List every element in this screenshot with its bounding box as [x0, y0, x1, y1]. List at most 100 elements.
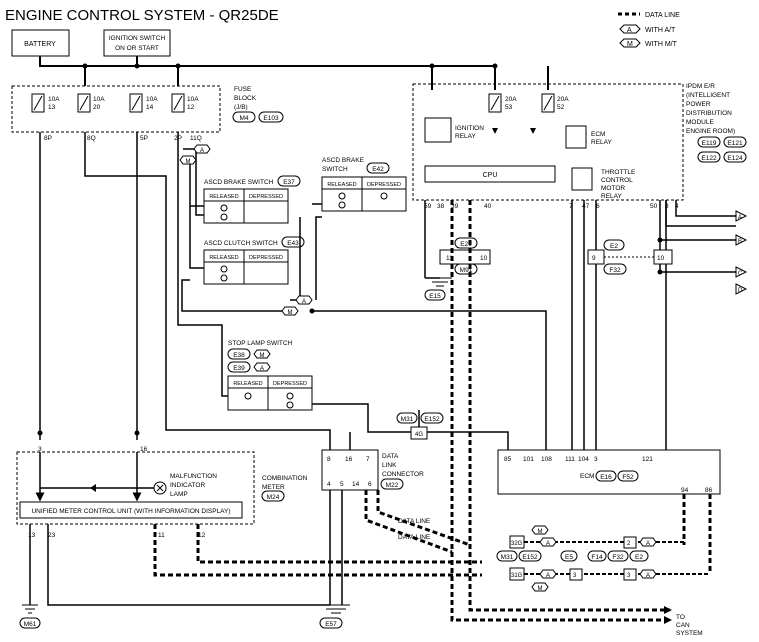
fuse-20-num: 20	[93, 104, 101, 111]
output-c: C	[738, 271, 743, 277]
meter-pin-13: 13	[28, 532, 36, 539]
dlc-pin-7: 7	[366, 456, 370, 463]
ecm-pin-86: 86	[705, 487, 713, 494]
battery-label: BATTERY	[24, 41, 56, 48]
ipdm-pin-7: 7	[569, 203, 573, 210]
joint-connector-4g: M31 E152 4G	[396, 412, 444, 440]
legend-mt-code: M	[627, 41, 633, 48]
ignition-relay-label-1: IGNITION	[455, 125, 484, 132]
ignition-relay-label-2: RELAY	[455, 133, 476, 140]
ipdm-fuse-52-amp: 20A	[557, 96, 569, 103]
ecm-pin-111: 111	[565, 456, 575, 463]
fuse-block: 10A 13 10A 20 10A 14 10A 12 FUSE BLOCK (…	[11, 85, 284, 142]
ecm-pin-104: 104	[578, 456, 589, 463]
cpu-box	[424, 165, 556, 183]
ipdm-pin-59: 59	[424, 203, 432, 210]
legend: DATA LINE A WITH A/T M WITH M/T	[618, 12, 680, 48]
ipdm-fuse-53-num: 53	[505, 104, 513, 111]
throttle-relay-label-1: THROTTLE	[601, 169, 636, 176]
jc-pin-3a: 3	[573, 573, 577, 579]
jc-code-4g: 4G	[415, 432, 423, 438]
ascd-clutch-conn: E43	[287, 240, 299, 247]
stop-lamp-conn-e39: E39	[233, 365, 245, 372]
legend-at-text: WITH A/T	[645, 27, 676, 34]
output-a: A	[738, 215, 742, 221]
battery-box: BATTERY	[11, 29, 70, 57]
legend-at-code: A	[627, 27, 632, 34]
ecm-label: ECM	[580, 473, 594, 480]
mil-label-2: INDICATOR	[170, 482, 205, 489]
can-code-m-1: M	[538, 529, 543, 535]
ipdm-label-2: (INTELLIGENT	[686, 92, 730, 99]
dlc-label-1: DATA	[382, 453, 399, 460]
wire-junctions	[37, 237, 663, 436]
power-wires	[39, 56, 549, 90]
ipdm-pin-4: 4	[675, 203, 679, 210]
fuse-13-num: 13	[48, 104, 56, 111]
ipdm-pin-39: 39	[451, 203, 459, 210]
diagram-title: ENGINE CONTROL SYSTEM - QR25DE	[5, 7, 279, 24]
throttle-relay-label-3: MOTOR	[601, 185, 625, 192]
ascd-brake-switch-e37: ASCD BRAKE SWITCH E37 RELEASED DEPRESSED	[203, 175, 301, 224]
jc-mid-f32: F32	[612, 554, 624, 561]
combination-meter-conn: M24	[267, 494, 280, 501]
dlc-pin-6: 6	[368, 481, 372, 488]
joint-e26: E26	[460, 241, 472, 248]
joint-m91: M91	[460, 267, 473, 274]
terminal-5p: 5P	[140, 135, 148, 142]
combination-meter-label-1: COMBINATION	[262, 475, 308, 482]
ipdm-pin-50: 50	[650, 203, 658, 210]
dlc-pin-16: 16	[345, 456, 353, 463]
ipdm-pin-38: 38	[437, 203, 445, 210]
jc-row-32g: 32G	[511, 541, 523, 547]
ascd-clutch-title: ASCD CLUTCH SWITCH	[204, 240, 278, 247]
ground-e15: E15	[424, 277, 452, 301]
stop-lamp-released: RELEASED	[233, 381, 262, 387]
mt-code-symbol	[619, 38, 641, 48]
signal-wires	[39, 132, 667, 450]
ipdm-label-4: DISTRIBUTION	[686, 110, 732, 117]
code-m-mid: M	[288, 310, 293, 316]
ascd-clutch-depressed: DEPRESSED	[249, 255, 283, 261]
data-line-labels: DATA LINE DATA LINE	[398, 518, 431, 541]
fuse-13-amp: 10A	[48, 96, 60, 103]
ipdm-label-6: ENGINE ROOM)	[686, 128, 735, 135]
ipdm-fuse-53-amp: 20A	[505, 96, 517, 103]
jc-conn-m31: M31	[401, 416, 414, 423]
ipdm-label-3: POWER	[686, 101, 711, 108]
ipdm-pin-6: 6	[596, 203, 600, 210]
joint-e2: E2	[610, 243, 618, 250]
ascd-clutch-released: RELEASED	[209, 255, 238, 261]
throttle-relay-coil	[571, 167, 593, 191]
ignition-switch-box: IGNITION SWITCH ON OR START	[103, 29, 171, 57]
dlc-conn-m22: M22	[386, 482, 399, 489]
jc-row-31g: 31G	[511, 573, 523, 579]
ecm-relay-label-2: RELAY	[591, 139, 612, 146]
can-label-3: SYSTEM	[676, 630, 703, 637]
can-label-2: CAN	[676, 622, 690, 629]
stop-lamp-code-m: M	[260, 353, 265, 359]
ignition-relay-coil	[424, 117, 452, 143]
terminal-8p: 8P	[44, 135, 52, 142]
ascd-clutch-switch-e43: ASCD CLUTCH SWITCH E43 RELEASED DEPRESSE…	[203, 236, 305, 285]
unified-meter-control-unit: UNIFIED METER CONTROL UNIT (WITH INFORMA…	[31, 508, 230, 515]
stop-lamp-depressed: DEPRESSED	[273, 381, 307, 387]
jc-mid-e152: E152	[522, 554, 538, 561]
legend-mt-text: WITH M/T	[645, 41, 678, 48]
ecm-conn-f52: F52	[622, 474, 634, 481]
dlc-pin-5: 5	[340, 481, 344, 488]
meter-pin-3: 3	[38, 446, 42, 453]
combination-meter-label-2: METER	[262, 484, 285, 491]
ascd-brake-switch-e42: ASCD BRAKE SWITCH E42 RELEASED DEPRESSED	[321, 157, 407, 212]
code-a-top: A	[200, 148, 204, 154]
ipdm-pin-47: 47	[582, 203, 590, 210]
ecm-pin-85: 85	[504, 456, 512, 463]
fuse-12-amp: 10A	[187, 96, 199, 103]
dlc-label-2: LINK	[382, 462, 397, 469]
ascd-brake-e42-title-1: ASCD BRAKE	[322, 157, 365, 164]
output-d: D	[738, 288, 743, 294]
ground-m61-label: M61	[24, 621, 37, 628]
at-mt-codes: A M A M	[179, 144, 313, 316]
cpu-label: CPU	[483, 172, 498, 179]
at-code-symbol	[619, 24, 641, 34]
